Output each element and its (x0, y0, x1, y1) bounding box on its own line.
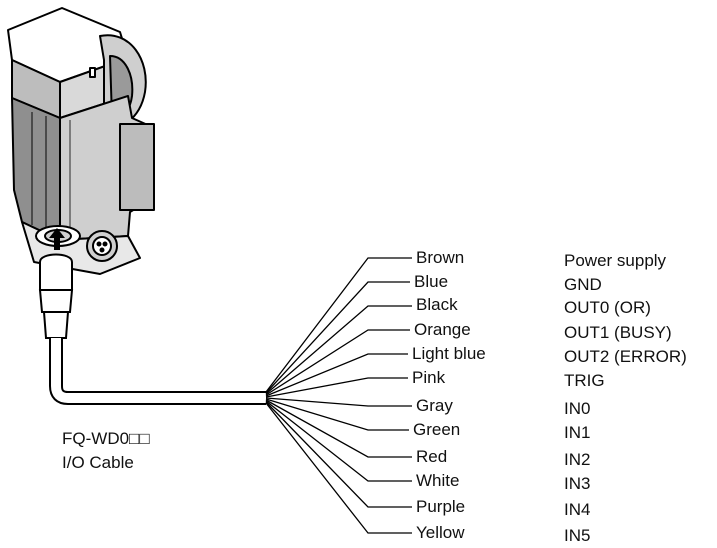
wire-fanout (265, 257, 412, 534)
cable-model-label: FQ-WD0□□ (62, 429, 150, 448)
wire-line (265, 397, 412, 407)
signal-label: Power supply (564, 251, 667, 270)
cable-connector-plug (38, 253, 74, 339)
wire-color-labels: Brown Blue Black Orange Light blue Pink … (412, 248, 486, 542)
cable-line (49, 338, 266, 405)
signal-label: IN2 (564, 450, 590, 469)
wire-line (265, 305, 412, 395)
wire-color-label: Pink (412, 368, 446, 387)
wire-color-label: Light blue (412, 344, 486, 363)
wire-line (265, 257, 412, 393)
signal-label: IN5 (564, 526, 590, 545)
insert-arrow-icon (49, 228, 65, 250)
wire-line (265, 400, 412, 482)
signal-label: IN1 (564, 423, 590, 442)
wire-color-label: Yellow (416, 523, 465, 542)
wire-color-label: Green (413, 420, 460, 439)
wire-color-label: Gray (416, 396, 453, 415)
wire-line (265, 401, 412, 508)
wire-line (265, 399, 412, 458)
signal-label: TRIG (564, 371, 605, 390)
camera-sensor-illustration (7, 7, 155, 275)
wire-line (265, 281, 410, 394)
signal-label: GND (564, 275, 602, 294)
wire-color-label: Red (416, 447, 447, 466)
signal-label: IN0 (564, 399, 590, 418)
signal-label: IN4 (564, 500, 590, 519)
wire-line (265, 377, 408, 398)
wire-color-label: Orange (414, 320, 471, 339)
signal-label: OUT2 (ERROR) (564, 347, 687, 366)
signal-labels: Power supply GND OUT0 (OR) OUT1 (BUSY) O… (564, 251, 687, 545)
signal-label: IN3 (564, 474, 590, 493)
cable-name-label: I/O Cable (62, 453, 134, 472)
wire-line (265, 398, 409, 431)
signal-label: OUT0 (OR) (564, 298, 651, 317)
wire-color-label: Blue (414, 272, 448, 291)
signal-label: OUT1 (BUSY) (564, 323, 672, 342)
wire-color-label: Purple (416, 497, 465, 516)
wire-color-label: White (416, 471, 459, 490)
wire-line (265, 402, 412, 534)
wire-line (265, 353, 408, 397)
wire-color-label: Black (416, 295, 458, 314)
wire-line (265, 329, 410, 396)
wire-color-label: Brown (416, 248, 464, 267)
